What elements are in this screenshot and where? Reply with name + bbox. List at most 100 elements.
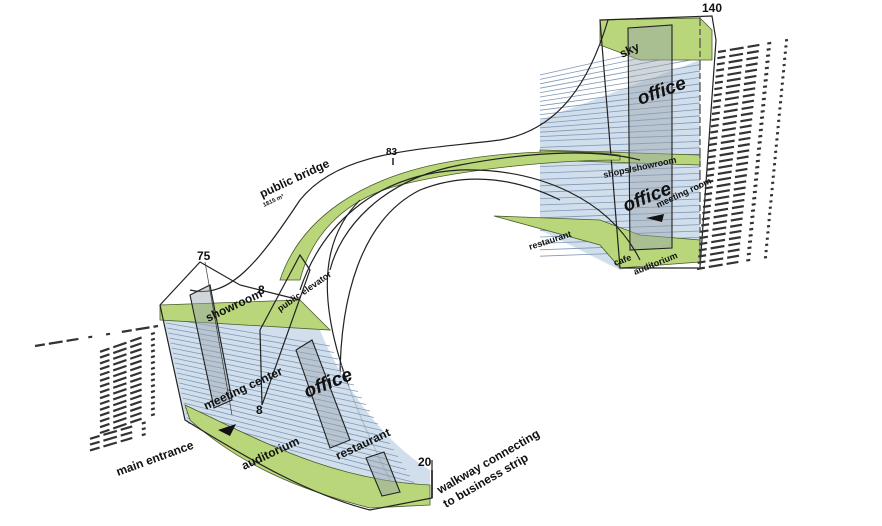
- floor-line: [175, 367, 371, 412]
- block-core-walkway: [365, 451, 401, 497]
- floor-spec-line: [706, 156, 777, 171]
- floor-line: [184, 407, 403, 464]
- floor-line: [539, 77, 701, 102]
- floor-line: [164, 317, 331, 347]
- floor-spec-line: [704, 175, 775, 190]
- floor-line: [183, 402, 399, 457]
- floor-spec-line: [99, 365, 159, 388]
- block-roof-green: [159, 299, 332, 331]
- floor-spec-line: [99, 353, 159, 377]
- floor-spec-line: [99, 377, 159, 400]
- public-elevator-shaft: [259, 253, 311, 406]
- floor-line: [539, 109, 701, 124]
- floor-line: [539, 198, 701, 206]
- floor-spec-line: [705, 162, 777, 178]
- floor-spec-line: [99, 382, 159, 406]
- floor-spec-line: [702, 200, 773, 215]
- floor-spec-line: [701, 206, 772, 221]
- floor-spec-line: [714, 69, 786, 85]
- floor-spec-line: [34, 324, 159, 348]
- block-height-scale: [204, 261, 233, 416]
- floor-line: [171, 347, 355, 386]
- floor-spec-line: [717, 45, 788, 60]
- floor-spec-line: [99, 348, 159, 371]
- bridge-upper-edge: [189, 19, 609, 293]
- floor-line: [539, 57, 701, 89]
- floor-spec-line: [99, 359, 159, 382]
- block-floor-specs: [34, 324, 159, 452]
- floor-line: [539, 102, 701, 120]
- floor-line: [179, 382, 383, 431]
- block-height-label: 75: [197, 249, 211, 263]
- floor-line: [539, 64, 701, 93]
- floor-spec-line: [717, 38, 789, 54]
- floor-spec-line: [704, 181, 775, 196]
- floor-spec-line: [99, 342, 159, 365]
- floor-line: [539, 70, 701, 98]
- floor-spec-line: [89, 429, 159, 452]
- floor-line: [177, 372, 375, 418]
- elevator-mark-top: 8: [258, 283, 265, 297]
- tower-floor-specs: [696, 38, 789, 271]
- floor-spec-line: [715, 63, 786, 78]
- floor-line: [180, 387, 387, 438]
- floor-spec-line: [696, 255, 768, 271]
- floor-line: [539, 205, 701, 212]
- floor-spec-line: [710, 113, 781, 128]
- floor-line: [539, 141, 701, 148]
- bridge-deck-green: [279, 151, 621, 281]
- floor-spec-line: [89, 423, 159, 446]
- main-entrance-label: main entrance: [114, 438, 196, 479]
- floor-line: [539, 166, 701, 174]
- block-core-office: [295, 339, 351, 449]
- tower-floor-lines: [539, 38, 701, 257]
- right-tower: [493, 15, 789, 271]
- floor-spec-line: [99, 388, 159, 411]
- floor-spec-line: [701, 212, 772, 227]
- floor-spec-line: [699, 224, 771, 240]
- floor-spec-line: [713, 82, 784, 97]
- entrance-arrow-icon: [646, 214, 664, 222]
- floor-spec-line: [708, 138, 779, 153]
- bridge-label: public bridge: [257, 156, 331, 201]
- floor-spec-line: [698, 237, 769, 252]
- tower-height-label: 140: [702, 1, 722, 15]
- main-entrance-arrow-icon: [218, 424, 236, 436]
- floor-line: [185, 412, 407, 470]
- floor-line: [539, 128, 701, 137]
- floor-line: [178, 377, 379, 425]
- floor-spec-line: [99, 411, 159, 435]
- floor-line: [539, 211, 701, 219]
- floor-spec-line: [702, 193, 774, 209]
- floor-spec-line: [713, 88, 784, 103]
- floor-spec-line: [99, 371, 159, 394]
- floor-spec-line: [716, 51, 787, 66]
- floor-line: [539, 121, 701, 133]
- block-roof-outline: [159, 261, 301, 306]
- block-base-green: [184, 404, 431, 509]
- floor-line: [167, 327, 339, 360]
- bridge-height-label: 83: [386, 147, 398, 158]
- floor-spec-line: [707, 144, 778, 159]
- floor-line: [539, 134, 701, 142]
- floor-spec-line: [710, 119, 781, 134]
- floor-spec-line: [89, 417, 159, 440]
- bridge-inner-arch: [339, 178, 561, 381]
- floor-spec-line: [703, 187, 774, 202]
- floor-spec-line: [709, 125, 780, 140]
- floor-spec-line: [716, 57, 787, 72]
- floor-line: [539, 89, 701, 111]
- floor-spec-line: [699, 231, 770, 246]
- floor-spec-line: [711, 107, 782, 122]
- floor-line: [166, 322, 335, 353]
- floor-line: [539, 115, 701, 129]
- floor-spec-line: [708, 131, 780, 147]
- block-outline: [159, 304, 433, 511]
- elevator-mark-bottom: 8: [256, 403, 263, 417]
- floor-spec-line: [700, 218, 771, 233]
- floor-spec-line: [711, 100, 783, 116]
- floor-line: [181, 392, 391, 444]
- floor-spec-line: [707, 150, 778, 165]
